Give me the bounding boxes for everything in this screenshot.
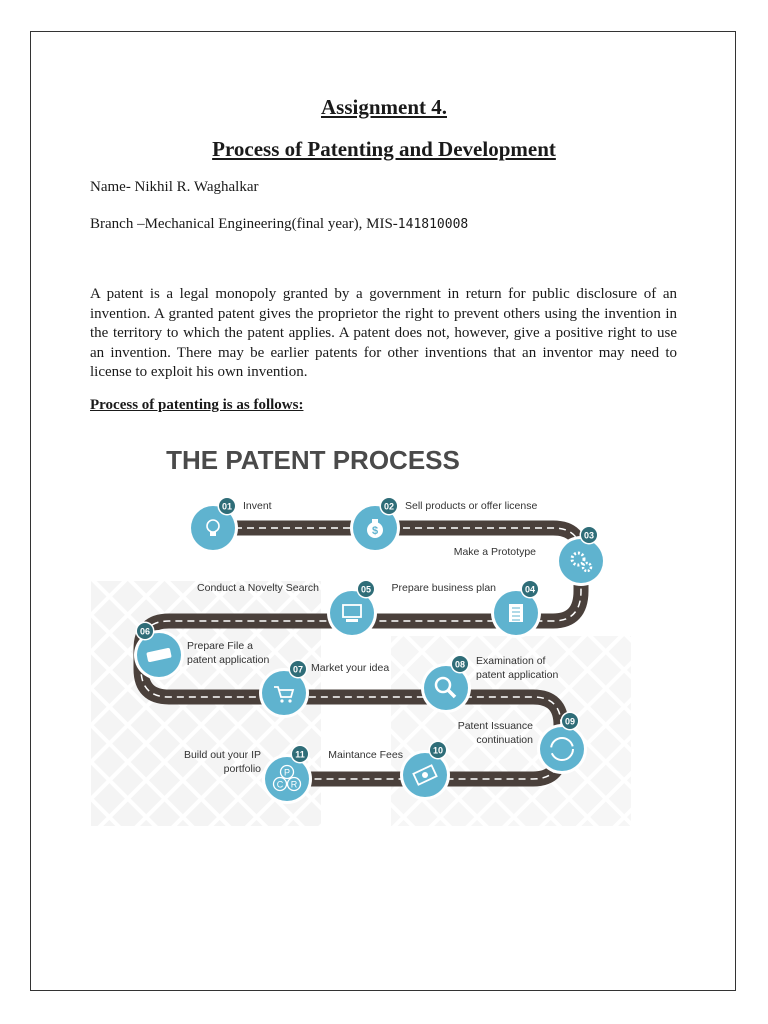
ip-symbol-circle xyxy=(286,776,302,792)
step-10: 10 Maintance Fees xyxy=(328,740,450,800)
step-badge xyxy=(358,581,374,597)
step-05-circle xyxy=(330,591,374,635)
step-label: patent application xyxy=(476,669,558,681)
step-08-circle xyxy=(424,666,468,710)
step-number: 06 xyxy=(140,627,150,637)
step-number: 02 xyxy=(384,502,394,512)
step-label: Invent xyxy=(243,500,272,512)
step-badge xyxy=(219,498,235,514)
step-label: Examination of xyxy=(476,655,546,667)
step-label: Prepare File a xyxy=(187,640,253,652)
cart-icon xyxy=(274,686,295,703)
lightbulb-icon xyxy=(206,519,220,536)
step-label: Build out your IP xyxy=(184,749,261,761)
step-07: 07 Market your idea xyxy=(259,659,389,718)
step-number: 11 xyxy=(295,750,305,760)
infographic-title: THE PATENT PROCESS xyxy=(166,445,460,475)
step-label: Conduct a Novelty Search xyxy=(197,582,319,594)
refresh-icon xyxy=(550,737,574,761)
page-border xyxy=(30,31,736,991)
student-name: Name- Nikhil R. Waghalkar xyxy=(90,179,259,195)
step-number: 04 xyxy=(525,585,535,595)
step-label: continuation xyxy=(476,734,533,746)
steps-layer: 01 Invent $02 Sell products or offer licens… xyxy=(134,496,606,804)
step-badge xyxy=(581,527,597,543)
step-badge xyxy=(522,581,538,597)
step-label: Maintance Fees xyxy=(328,749,403,761)
step-03-circle xyxy=(559,539,603,583)
step-number: 05 xyxy=(361,585,371,595)
step-label: Market your idea xyxy=(311,662,389,674)
step-label: Sell products or offer license xyxy=(405,500,537,512)
step-number: 01 xyxy=(222,502,232,512)
step-label: portfolio xyxy=(224,763,262,775)
step-badge xyxy=(137,623,153,639)
ip-symbol-letter: P xyxy=(284,768,290,778)
step-09: 09 Patent Issuance continuation xyxy=(458,711,587,774)
step-badge xyxy=(290,661,306,677)
step-badge xyxy=(430,742,446,758)
patent-process-infographic: THE PATENT PROCESS 01 Invent $02 Sell produ… xyxy=(91,431,631,826)
step-02: $02 Sell products or offer license xyxy=(350,496,537,553)
step-01-circle xyxy=(191,506,235,550)
step-number: 03 xyxy=(584,531,594,541)
ip-symbol-circle xyxy=(279,764,295,780)
step-07-circle xyxy=(262,671,306,715)
step-label: Make a Prototype xyxy=(454,546,536,558)
ip-symbol-letter: R xyxy=(291,780,298,790)
step-number: 09 xyxy=(565,717,575,727)
cash-icon xyxy=(412,764,438,786)
step-08: 08 Examination of patent application xyxy=(421,654,558,713)
intro-paragraph: A patent is a legal monopoly granted by … xyxy=(90,286,677,380)
step-label: Patent Issuance xyxy=(458,720,533,732)
step-09-circle xyxy=(540,727,584,771)
folder-icon xyxy=(146,647,172,663)
svg-text:$: $ xyxy=(372,525,378,537)
ip-symbol-circle xyxy=(272,776,288,792)
step-label: patent application xyxy=(187,654,269,666)
step-badge xyxy=(562,713,578,729)
step-04: 04 Prepare business plan xyxy=(392,579,541,638)
mis-number: 141810008 xyxy=(397,217,469,232)
computer-icon xyxy=(342,604,362,622)
section-heading: Process of patenting is as follows: xyxy=(90,397,304,413)
assignment-title: Assignment 4. xyxy=(320,95,447,119)
step-number: 10 xyxy=(433,746,443,756)
branch-line: Branch –Mechanical Engineering(final yea… xyxy=(90,216,468,233)
step-badge xyxy=(292,746,308,762)
step-label: Prepare business plan xyxy=(392,582,497,594)
step-01: 01 Invent xyxy=(188,496,272,553)
document-icon xyxy=(509,604,523,622)
step-badge xyxy=(452,656,468,672)
step-05: 05 Conduct a Novelty Search xyxy=(197,579,377,638)
step-badge xyxy=(381,498,397,514)
step-number: 08 xyxy=(455,660,465,670)
gears-icon xyxy=(570,551,593,573)
ip-symbol-letter: C xyxy=(277,780,284,790)
assignment-subtitle: Process of Patenting and Development xyxy=(212,137,556,161)
money-bag-icon: $ xyxy=(367,519,383,538)
branch-text: Branch –Mechanical Engineering(final yea… xyxy=(90,216,398,232)
step-number: 07 xyxy=(293,665,303,675)
magnifier-icon xyxy=(434,676,457,699)
